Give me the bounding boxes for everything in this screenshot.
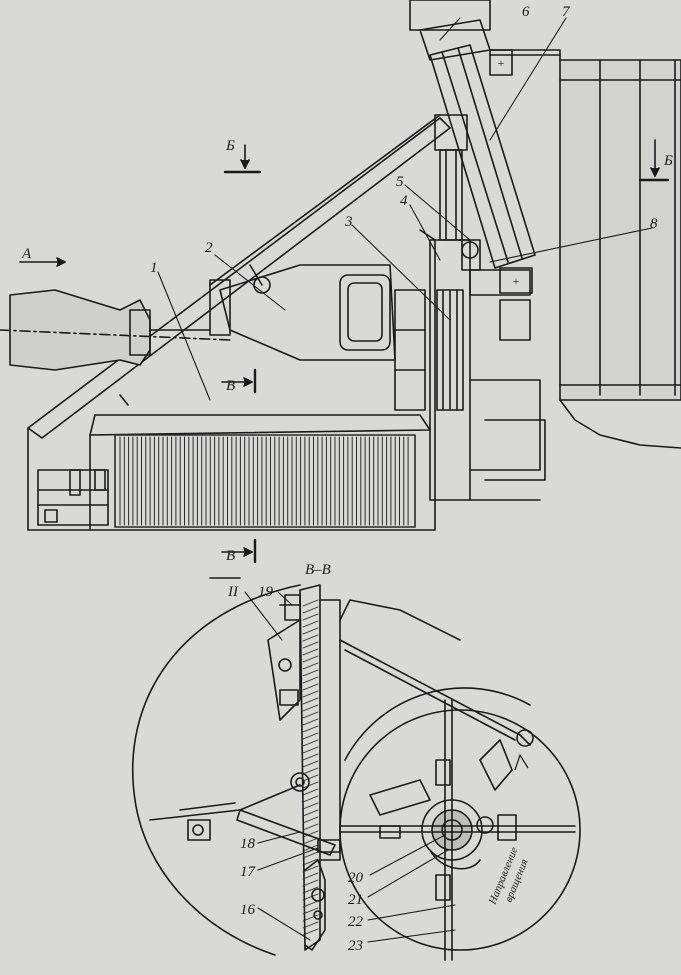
svg-text:+: + <box>513 274 520 288</box>
label-23: 23 <box>348 938 363 954</box>
upper-view: + + <box>0 0 681 564</box>
rotation-direction-label: Направление вращения <box>486 845 530 907</box>
section-mark-b-left: Б <box>225 138 235 154</box>
detail-circle <box>131 584 301 956</box>
label-18: 18 <box>240 836 256 852</box>
vertical-shaft <box>434 114 468 241</box>
label-21: 21 <box>348 892 363 908</box>
vertical-wall-plate <box>279 584 534 951</box>
rotor-hub <box>339 699 576 961</box>
section-mark-v-bottom: В <box>226 548 235 564</box>
inclined-arm: + + <box>409 0 536 294</box>
label-17: 17 <box>240 864 257 880</box>
slanted-frame-beam <box>27 114 451 439</box>
label-8: 8 <box>650 216 658 232</box>
hinge-bracket <box>267 619 310 792</box>
section-title-vv: В–В <box>305 562 331 578</box>
label-4: 4 <box>400 193 408 209</box>
label-22: 22 <box>348 914 364 930</box>
finned-core <box>114 434 416 528</box>
left-bracket <box>37 469 109 526</box>
label-16: 16 <box>240 902 256 918</box>
label-5: 5 <box>396 174 404 190</box>
lever-assembly <box>149 784 341 951</box>
label-2: 2 <box>205 240 213 256</box>
wall-hatching <box>302 599 319 936</box>
label-20: 20 <box>348 870 364 886</box>
rotation-arrow-icon <box>514 753 529 771</box>
leader-lines-lower <box>244 591 456 943</box>
label-19: 19 <box>258 584 274 600</box>
motor-unit <box>209 264 396 361</box>
view-arrow-a: А <box>21 246 32 262</box>
label-roman-2: II <box>227 584 239 600</box>
leader-lines-upper <box>157 17 653 401</box>
inlet-duct <box>0 289 231 371</box>
section-cut-marks <box>19 139 670 564</box>
section-view-vv <box>131 577 581 961</box>
label-7: 7 <box>562 4 571 20</box>
svg-text:+: + <box>498 56 505 70</box>
section-mark-b-right: Б <box>663 153 673 169</box>
label-3: 3 <box>344 214 353 230</box>
section-mark-v-top: В <box>226 378 235 394</box>
label-1: 1 <box>150 260 158 276</box>
gear-housing <box>394 239 546 501</box>
right-wall-structure <box>489 49 681 449</box>
label-6: 6 <box>522 4 530 20</box>
